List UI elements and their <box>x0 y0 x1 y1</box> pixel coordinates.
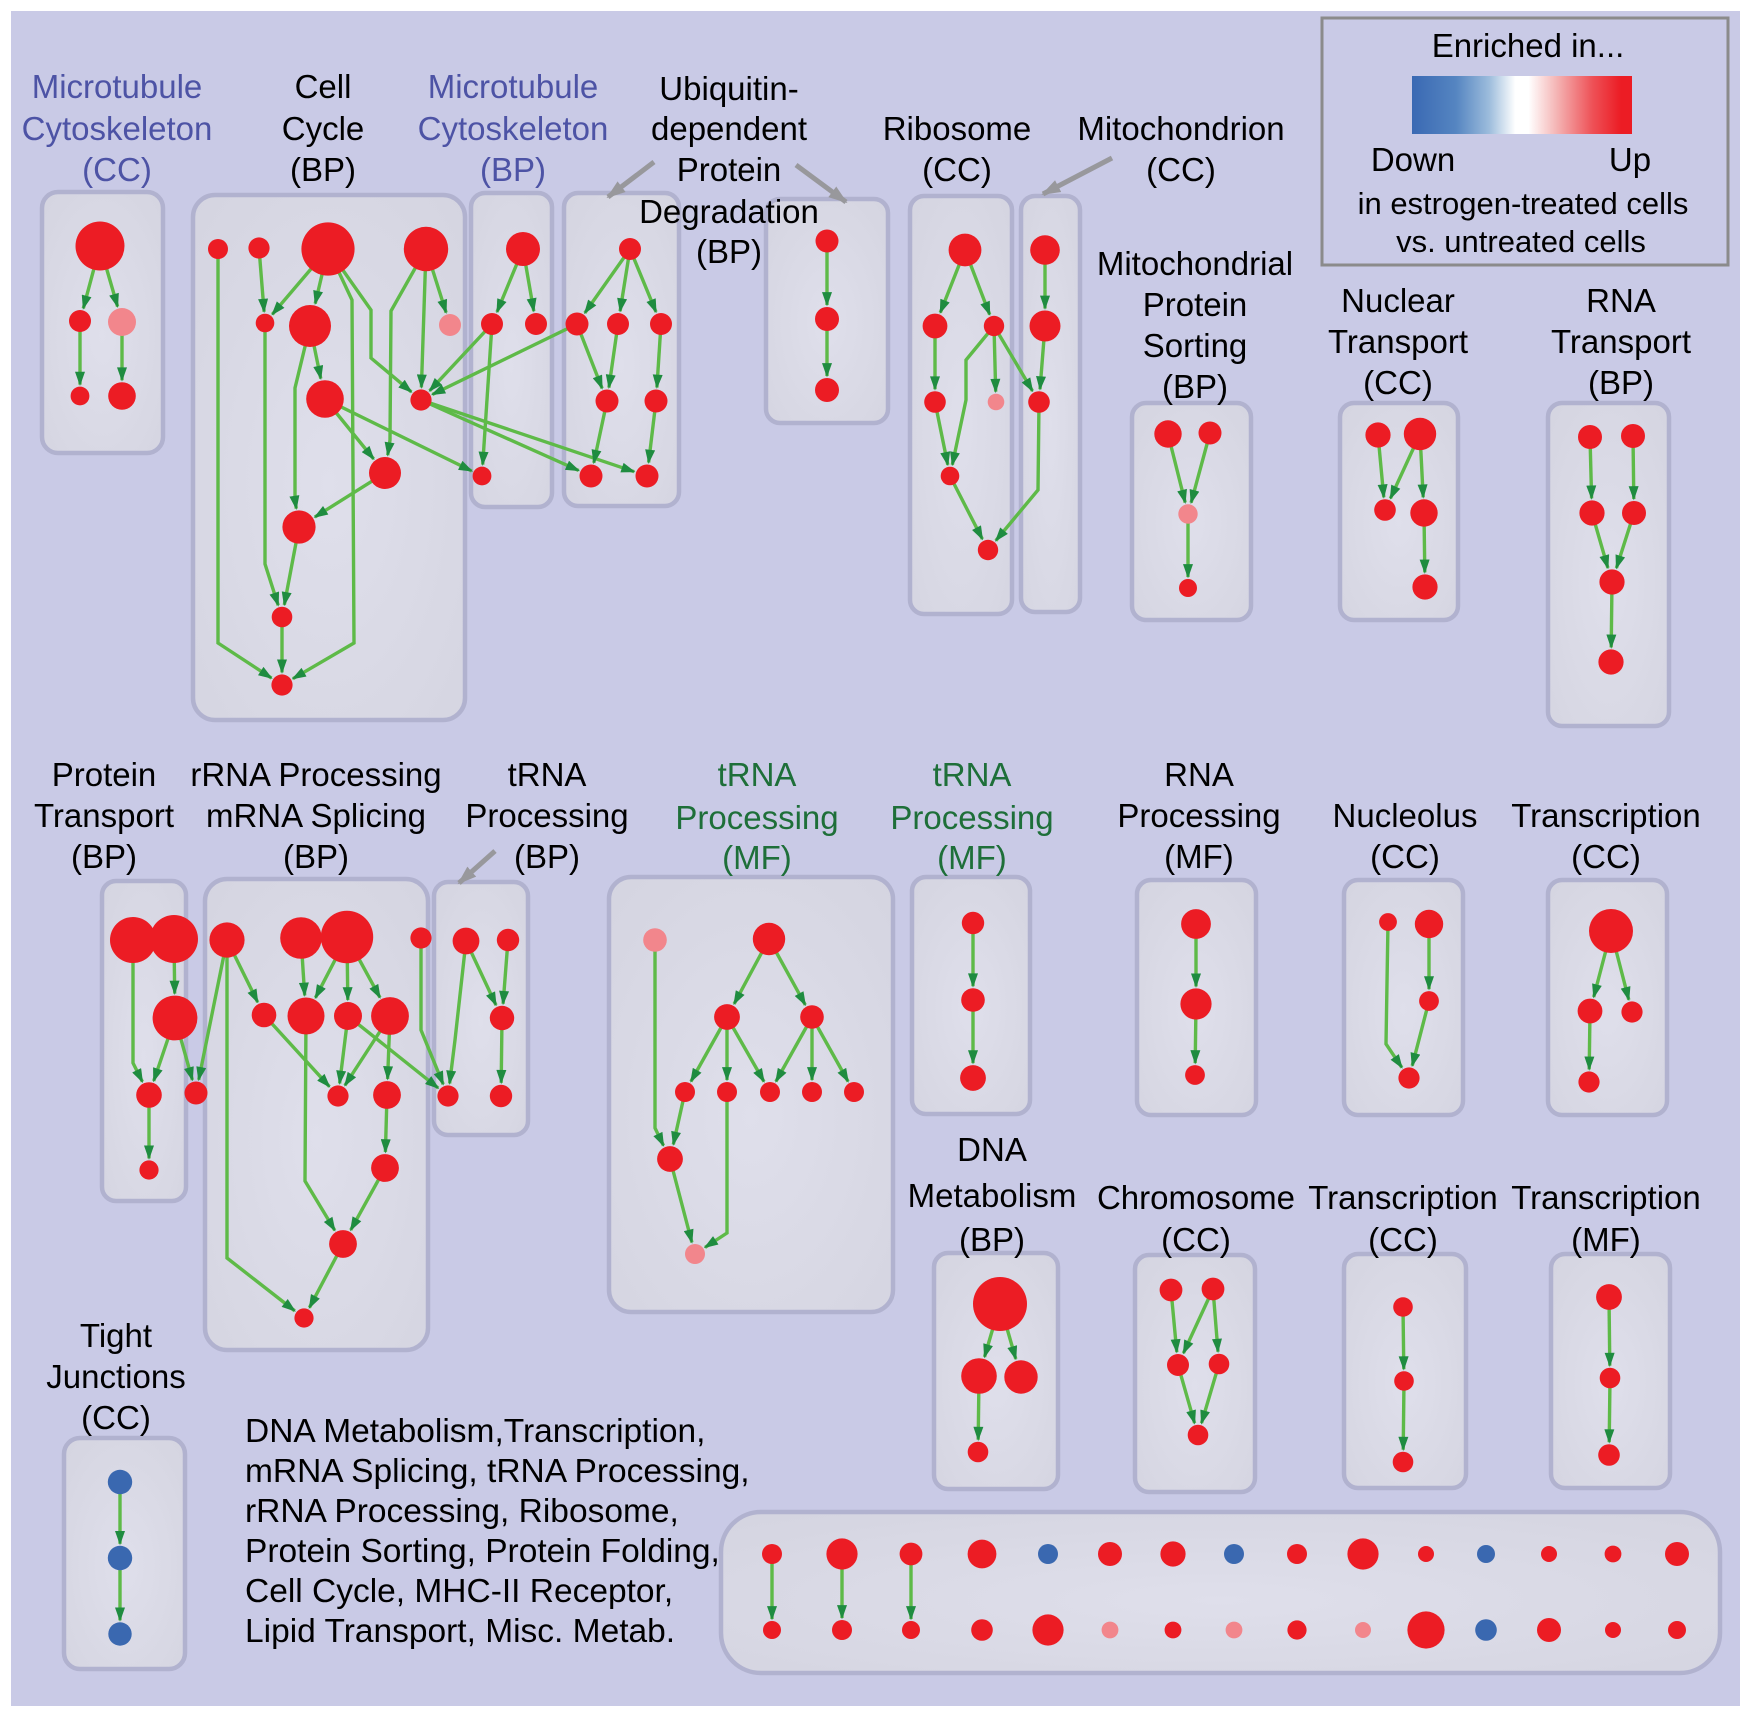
svg-text:(CC): (CC) <box>1146 151 1216 188</box>
svg-text:Transport: Transport <box>1328 323 1468 360</box>
svg-text:Processing: Processing <box>1117 797 1280 834</box>
svg-text:(MF): (MF) <box>937 839 1007 876</box>
svg-text:Nucleolus: Nucleolus <box>1333 797 1478 834</box>
svg-text:Protein: Protein <box>52 756 157 793</box>
svg-text:(BP): (BP) <box>959 1221 1025 1258</box>
svg-text:(CC): (CC) <box>82 151 152 188</box>
svg-text:Cell: Cell <box>295 68 352 105</box>
svg-text:Degradation: Degradation <box>639 193 819 230</box>
svg-text:Up: Up <box>1609 141 1651 178</box>
svg-text:Enriched in...: Enriched in... <box>1432 27 1625 64</box>
svg-text:(BP): (BP) <box>514 838 580 875</box>
svg-text:dependent: dependent <box>651 110 807 147</box>
svg-text:(CC): (CC) <box>1161 1221 1231 1258</box>
svg-text:mRNA Splicing, tRNA Processing: mRNA Splicing, tRNA Processing, <box>245 1453 750 1490</box>
svg-text:Sorting: Sorting <box>1143 327 1248 364</box>
svg-text:Lipid Transport, Misc. Metab.: Lipid Transport, Misc. Metab. <box>245 1613 675 1650</box>
svg-text:Ubiquitin-: Ubiquitin- <box>659 70 798 107</box>
svg-text:in estrogen-treated cells: in estrogen-treated cells <box>1358 186 1689 221</box>
svg-text:Cell Cycle, MHC-II Receptor,: Cell Cycle, MHC-II Receptor, <box>245 1573 673 1610</box>
svg-text:Mitochondrial: Mitochondrial <box>1097 245 1293 282</box>
svg-text:mRNA Splicing: mRNA Splicing <box>206 797 426 834</box>
svg-text:Cytoskeleton: Cytoskeleton <box>418 110 609 147</box>
svg-text:Microtubule: Microtubule <box>428 68 599 105</box>
svg-text:Tight: Tight <box>80 1317 152 1354</box>
svg-text:(BP): (BP) <box>1588 364 1654 401</box>
svg-text:Ribosome: Ribosome <box>883 110 1032 147</box>
svg-text:Metabolism: Metabolism <box>908 1177 1077 1214</box>
svg-text:RNA: RNA <box>1164 756 1234 793</box>
svg-text:(BP): (BP) <box>1162 368 1228 405</box>
svg-text:(BP): (BP) <box>290 151 356 188</box>
svg-text:DNA: DNA <box>957 1131 1027 1168</box>
svg-text:Processing: Processing <box>675 799 838 836</box>
svg-text:rRNA Processing: rRNA Processing <box>190 756 441 793</box>
svg-text:tRNA: tRNA <box>933 756 1012 793</box>
svg-text:tRNA: tRNA <box>718 756 797 793</box>
svg-text:(CC): (CC) <box>1363 364 1433 401</box>
svg-text:Processing: Processing <box>890 799 1053 836</box>
svg-text:Transport: Transport <box>1551 323 1691 360</box>
svg-text:Junctions: Junctions <box>46 1358 185 1395</box>
svg-text:Nuclear: Nuclear <box>1341 282 1455 319</box>
svg-text:Cycle: Cycle <box>282 110 365 147</box>
svg-text:Protein: Protein <box>1143 286 1248 323</box>
svg-text:(BP): (BP) <box>71 838 137 875</box>
svg-text:rRNA Processing, Ribosome,: rRNA Processing, Ribosome, <box>245 1493 679 1530</box>
svg-text:(BP): (BP) <box>480 151 546 188</box>
svg-text:Protein: Protein <box>677 151 782 188</box>
svg-text:Transcription: Transcription <box>1511 797 1701 834</box>
svg-text:Down: Down <box>1371 141 1455 178</box>
svg-text:Processing: Processing <box>465 797 628 834</box>
svg-text:(CC): (CC) <box>922 151 992 188</box>
svg-text:Chromosome: Chromosome <box>1097 1179 1295 1216</box>
svg-text:Microtubule: Microtubule <box>32 68 203 105</box>
svg-text:vs. untreated cells: vs. untreated cells <box>1396 224 1646 259</box>
svg-text:Transcription: Transcription <box>1308 1179 1498 1216</box>
svg-text:Transport: Transport <box>34 797 174 834</box>
svg-text:(BP): (BP) <box>696 233 762 270</box>
svg-text:Transcription: Transcription <box>1511 1179 1701 1216</box>
svg-text:DNA Metabolism,Transcription,: DNA Metabolism,Transcription, <box>245 1413 705 1450</box>
svg-text:(CC): (CC) <box>81 1399 151 1436</box>
svg-text:(MF): (MF) <box>1571 1221 1641 1258</box>
svg-text:Cytoskeleton: Cytoskeleton <box>22 110 213 147</box>
svg-text:(BP): (BP) <box>283 838 349 875</box>
svg-text:(CC): (CC) <box>1370 838 1440 875</box>
svg-text:(CC): (CC) <box>1368 1221 1438 1258</box>
svg-text:tRNA: tRNA <box>508 756 587 793</box>
svg-text:(MF): (MF) <box>722 839 792 876</box>
svg-text:(CC): (CC) <box>1571 838 1641 875</box>
svg-text:Mitochondrion: Mitochondrion <box>1077 110 1284 147</box>
svg-text:RNA: RNA <box>1586 282 1656 319</box>
svg-text:Protein Sorting, Protein Foldi: Protein Sorting, Protein Folding, <box>245 1533 720 1570</box>
svg-text:(MF): (MF) <box>1164 838 1234 875</box>
